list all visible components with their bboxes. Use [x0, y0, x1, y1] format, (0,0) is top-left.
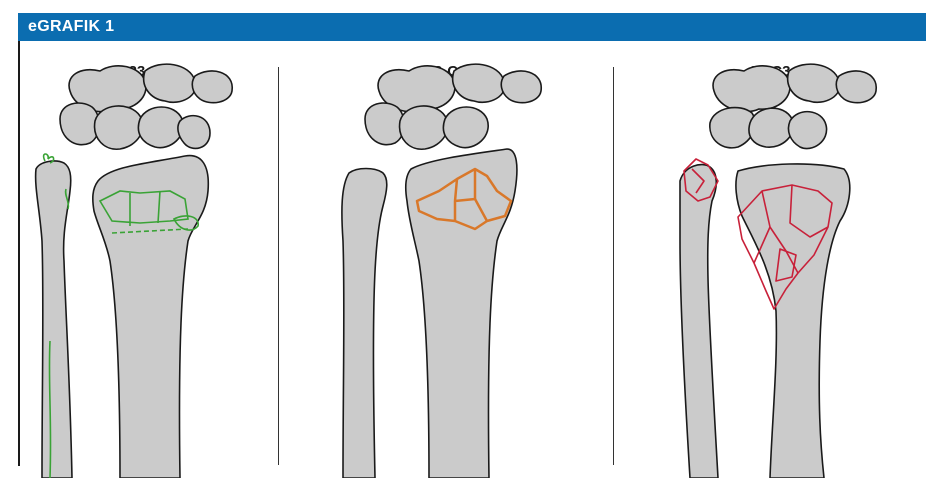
carpal-bone [60, 103, 99, 145]
carpal-bone [836, 71, 876, 103]
ulna-bone [342, 169, 387, 478]
carpal-bone [788, 112, 826, 149]
ulna-bone [36, 161, 72, 478]
carpal-bone [95, 106, 143, 149]
wrist-illustration-23-c1 [20, 41, 278, 478]
carpal-bone [713, 66, 790, 112]
carpal-bone [453, 64, 505, 102]
carpal-bone [178, 116, 210, 149]
panel-23-c3: 23-C3 [614, 41, 926, 478]
figure-header: eGRAFIK 1 [18, 13, 926, 41]
carpal-bone [144, 64, 196, 102]
ulna-bone [680, 165, 718, 478]
carpal-bone [749, 108, 793, 147]
carpal-bone [501, 71, 541, 103]
panel-23-c1: 23-C1 [20, 41, 278, 478]
radius-bone [736, 164, 850, 478]
panel-23-c2: 23-C2 [279, 41, 613, 478]
carpal-bone [138, 107, 183, 148]
radius-bone [93, 156, 208, 478]
carpal-bone [365, 103, 404, 145]
carpal-bone [192, 71, 232, 103]
carpal-bone [443, 107, 488, 148]
carpal-bone [788, 64, 840, 102]
carpal-bone [400, 106, 448, 149]
wrist-illustration-23-c2 [279, 41, 613, 478]
wrist-illustration-23-c3 [614, 41, 926, 478]
